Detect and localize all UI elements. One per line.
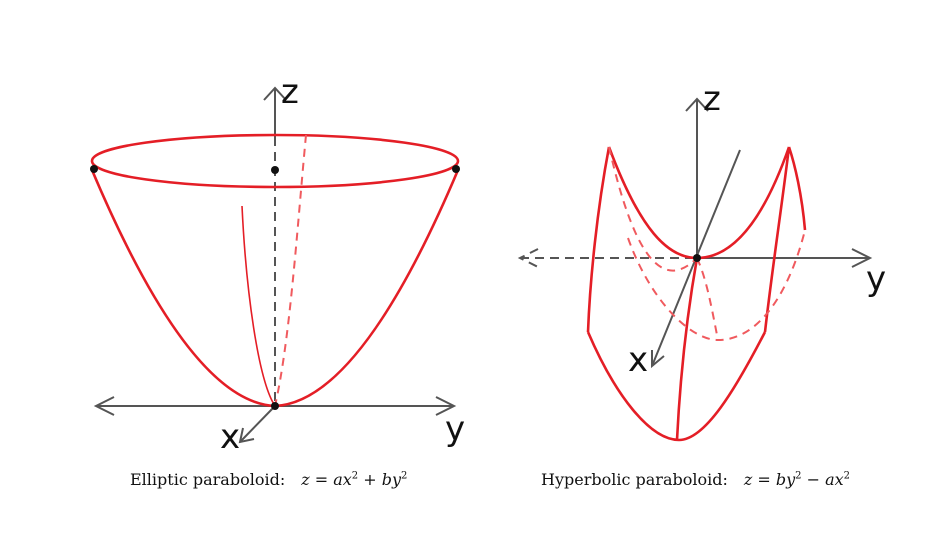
x-label: x: [220, 417, 240, 457]
right-edge-curve: [763, 146, 791, 333]
elliptic-eq-exp1: 2: [351, 470, 359, 482]
elliptic-eq-exp2: 2: [401, 470, 408, 482]
elliptic-eq-part2: + by: [358, 470, 402, 489]
hyperbolic-eq-exp1: 2: [795, 470, 802, 482]
top-saddle-curve: [607, 146, 791, 260]
hyperbolic-eq-part2: − ax: [801, 470, 844, 489]
z-arrow-icon-right: [685, 97, 709, 112]
x-arrow-icon: [238, 427, 255, 444]
y-back-arrow-icon: [93, 396, 115, 416]
x-arrow-icon-right: [651, 350, 665, 369]
hyperbolic-eq-part1: z = by: [743, 470, 796, 489]
y-back-arrow-icon-right: [517, 248, 539, 268]
y-arrow-icon-right: [851, 248, 873, 268]
rim-point-left: [90, 165, 98, 173]
front-section-curve: [241, 205, 276, 407]
saddle-point: [693, 254, 701, 262]
left-edge-curve: [586, 146, 611, 333]
elliptic-equation: z = ax2 + by2: [301, 470, 407, 489]
elliptic-caption: Elliptic paraboloid:z = ax2 + by2: [130, 470, 407, 489]
top-rim-ellipse: [90, 133, 460, 189]
x-axis: [239, 405, 276, 443]
hyperbolic-eq-exp2: 2: [843, 470, 851, 482]
hidden-left-inner-curve: [608, 146, 698, 272]
bottom-curve: [586, 331, 767, 442]
z-label: z: [281, 72, 299, 112]
z-label-right: z: [703, 79, 721, 119]
hidden-section-curve: [274, 134, 307, 407]
elliptic-eq-part1: z = ax: [301, 470, 352, 489]
hyperbolic-caption: Hyperbolic paraboloid:z = by2 − ax2: [541, 470, 850, 489]
hyperbolic-caption-name: Hyperbolic paraboloid:: [541, 470, 728, 489]
y-arrow-icon: [435, 396, 457, 416]
y-label: y: [445, 409, 465, 449]
rim-point-right: [452, 165, 460, 173]
hyperbolic-paraboloid-figure: z y x: [517, 79, 886, 442]
z-arrow-icon: [263, 86, 287, 101]
right-top-edge-curve: [787, 146, 807, 231]
front-section-curve-right: [675, 257, 699, 441]
rim-point-center: [271, 166, 279, 174]
hidden-back-curve: [627, 229, 806, 342]
y-label-right: y: [866, 259, 886, 299]
vertex-point: [271, 402, 279, 410]
elliptic-caption-name: Elliptic paraboloid:: [130, 470, 286, 489]
hyperbolic-equation: z = by2 − ax2: [744, 470, 850, 489]
hidden-section-curve-right: [696, 257, 719, 341]
elliptic-paraboloid-figure: z y x: [90, 72, 465, 457]
x-label-right: x: [628, 340, 648, 380]
